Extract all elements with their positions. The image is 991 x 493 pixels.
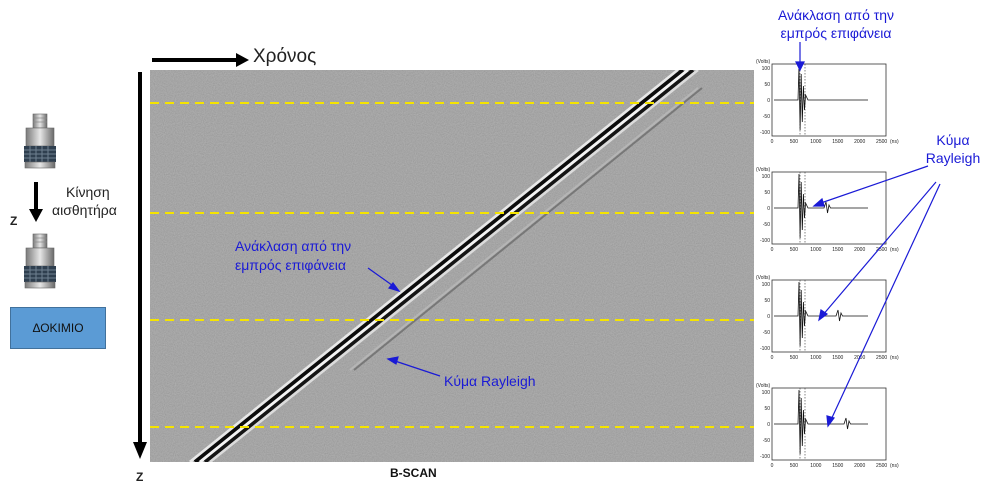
ascan-x-tick: 1000 xyxy=(810,247,821,253)
ascan-y-tick: -100 xyxy=(760,346,770,352)
ascan-y-unit: (Volts) xyxy=(756,59,771,65)
ascan-reflection-title: Ανάκλαση από την εμπρός επιφάνεια xyxy=(756,6,916,42)
ascan-x-tick: 0 xyxy=(771,247,774,253)
ascan-y-tick: -50 xyxy=(763,222,770,228)
time-arrow xyxy=(152,53,249,67)
bscan-reflection-label-line2: εμπρός επιφάνεια xyxy=(235,257,346,273)
ascan-signal xyxy=(774,281,868,347)
ascan-x-tick: 500 xyxy=(790,139,799,145)
ascan-rayleigh-title: Κύμα Rayleigh xyxy=(918,131,988,167)
bscan-reflection-label-line1: Ανάκλαση από την xyxy=(235,238,352,254)
ascan-x-tick: 2000 xyxy=(854,139,865,145)
ascan-y-unit: (Volts) xyxy=(756,275,771,281)
ascan-y-tick: -100 xyxy=(760,238,770,244)
specimen-box: ΔΟΚΙΜΙΟ xyxy=(10,307,106,349)
bscan-caption: B-SCAN xyxy=(390,466,437,480)
ascan-x-unit: (ns) xyxy=(890,463,899,469)
ascan-annotation-arrows xyxy=(795,42,941,428)
ascan-y-tick: -100 xyxy=(760,454,770,460)
sensor-motion-label-line1: Κίνηση xyxy=(66,184,110,200)
ascan-rayleigh-title-line1: Κύμα xyxy=(936,132,970,148)
ascan-x-tick: 1000 xyxy=(810,463,821,469)
sensor-motion-label-line2: αισθητήρα xyxy=(52,202,117,218)
ascan-x-tick: 500 xyxy=(790,355,799,361)
ascan-reflection-title-line1: Ανάκλαση από την xyxy=(777,7,895,23)
ascan-signal xyxy=(774,389,868,455)
ascan-y-tick: 100 xyxy=(762,66,771,72)
reflection-trace xyxy=(189,70,699,462)
ascan-x-tick: 1500 xyxy=(832,139,843,145)
ascan-y-tick: -50 xyxy=(763,114,770,120)
ascan-signal xyxy=(774,173,868,239)
probe-icon-top xyxy=(24,113,56,169)
bscan-image xyxy=(150,70,754,462)
ascan-y-tick: 100 xyxy=(762,390,771,396)
ascan-x-unit: (ns) xyxy=(890,139,899,145)
ascan-y-tick: 50 xyxy=(764,190,770,196)
time-label: Χρόνος xyxy=(253,46,317,67)
ascan-x-tick: 500 xyxy=(790,463,799,469)
dashed-scan-lines xyxy=(150,102,754,428)
ascan-x-tick: 2000 xyxy=(854,463,865,469)
ascan-x-tick: 2500 xyxy=(876,355,887,361)
z-axis-arrow xyxy=(133,72,147,459)
ascan-y-unit: (Volts) xyxy=(756,167,771,173)
ascan-y-tick: 0 xyxy=(767,98,770,104)
ascan-y-tick: 50 xyxy=(764,298,770,304)
ascan-rayleigh-title-line2: Rayleigh xyxy=(925,150,981,166)
ascan-x-tick: 1500 xyxy=(832,247,843,253)
ascan-y-tick: 100 xyxy=(762,174,771,180)
ascan-x-tick: 2500 xyxy=(876,139,887,145)
ascan-y-unit: (Volts) xyxy=(756,383,771,389)
ascan-x-unit: (ns) xyxy=(890,247,899,253)
bscan-rayleigh-label: Κύμα Rayleigh xyxy=(444,373,536,389)
ascan-y-tick: 0 xyxy=(767,206,770,212)
ascan-y-tick: -100 xyxy=(760,130,770,136)
ascan-x-tick: 1000 xyxy=(810,139,821,145)
z-label: Z xyxy=(10,214,18,228)
rayleigh-trace xyxy=(349,87,703,371)
ascan-x-tick: 1500 xyxy=(832,355,843,361)
ascan-x-tick: 1000 xyxy=(810,355,821,361)
ascan-x-tick: 2500 xyxy=(876,463,887,469)
ascan-plot-3: (Volts)100500-50-10005001000150020002500… xyxy=(756,275,899,361)
ascan-reflection-title-line2: εμπρός επιφάνεια xyxy=(780,25,892,41)
ascan-x-tick: 0 xyxy=(771,139,774,145)
ascan-y-tick: 100 xyxy=(762,282,771,288)
probe-icon-bottom xyxy=(24,233,56,289)
ascan-x-tick: 0 xyxy=(771,463,774,469)
annotation-arrows xyxy=(367,267,441,377)
ascan-y-tick: -50 xyxy=(763,330,770,336)
ascan-x-tick: 0 xyxy=(771,355,774,361)
ascan-y-tick: 50 xyxy=(764,406,770,412)
ascan-x-tick: 2000 xyxy=(854,247,865,253)
ascan-y-tick: 0 xyxy=(767,422,770,428)
ascan-x-tick: 500 xyxy=(790,247,799,253)
ascan-y-tick: 50 xyxy=(764,82,770,88)
ascan-signal xyxy=(774,65,868,131)
motion-arrow xyxy=(29,182,43,222)
ascan-x-tick: 2500 xyxy=(876,247,887,253)
ascan-y-tick: 0 xyxy=(767,314,770,320)
ascan-x-tick: 1500 xyxy=(832,463,843,469)
specimen-label: ΔΟΚΙΜΙΟ xyxy=(32,321,84,335)
ascan-y-tick: -50 xyxy=(763,438,770,444)
ascan-x-unit: (ns) xyxy=(890,355,899,361)
z-axis-label: Z xyxy=(136,470,144,484)
